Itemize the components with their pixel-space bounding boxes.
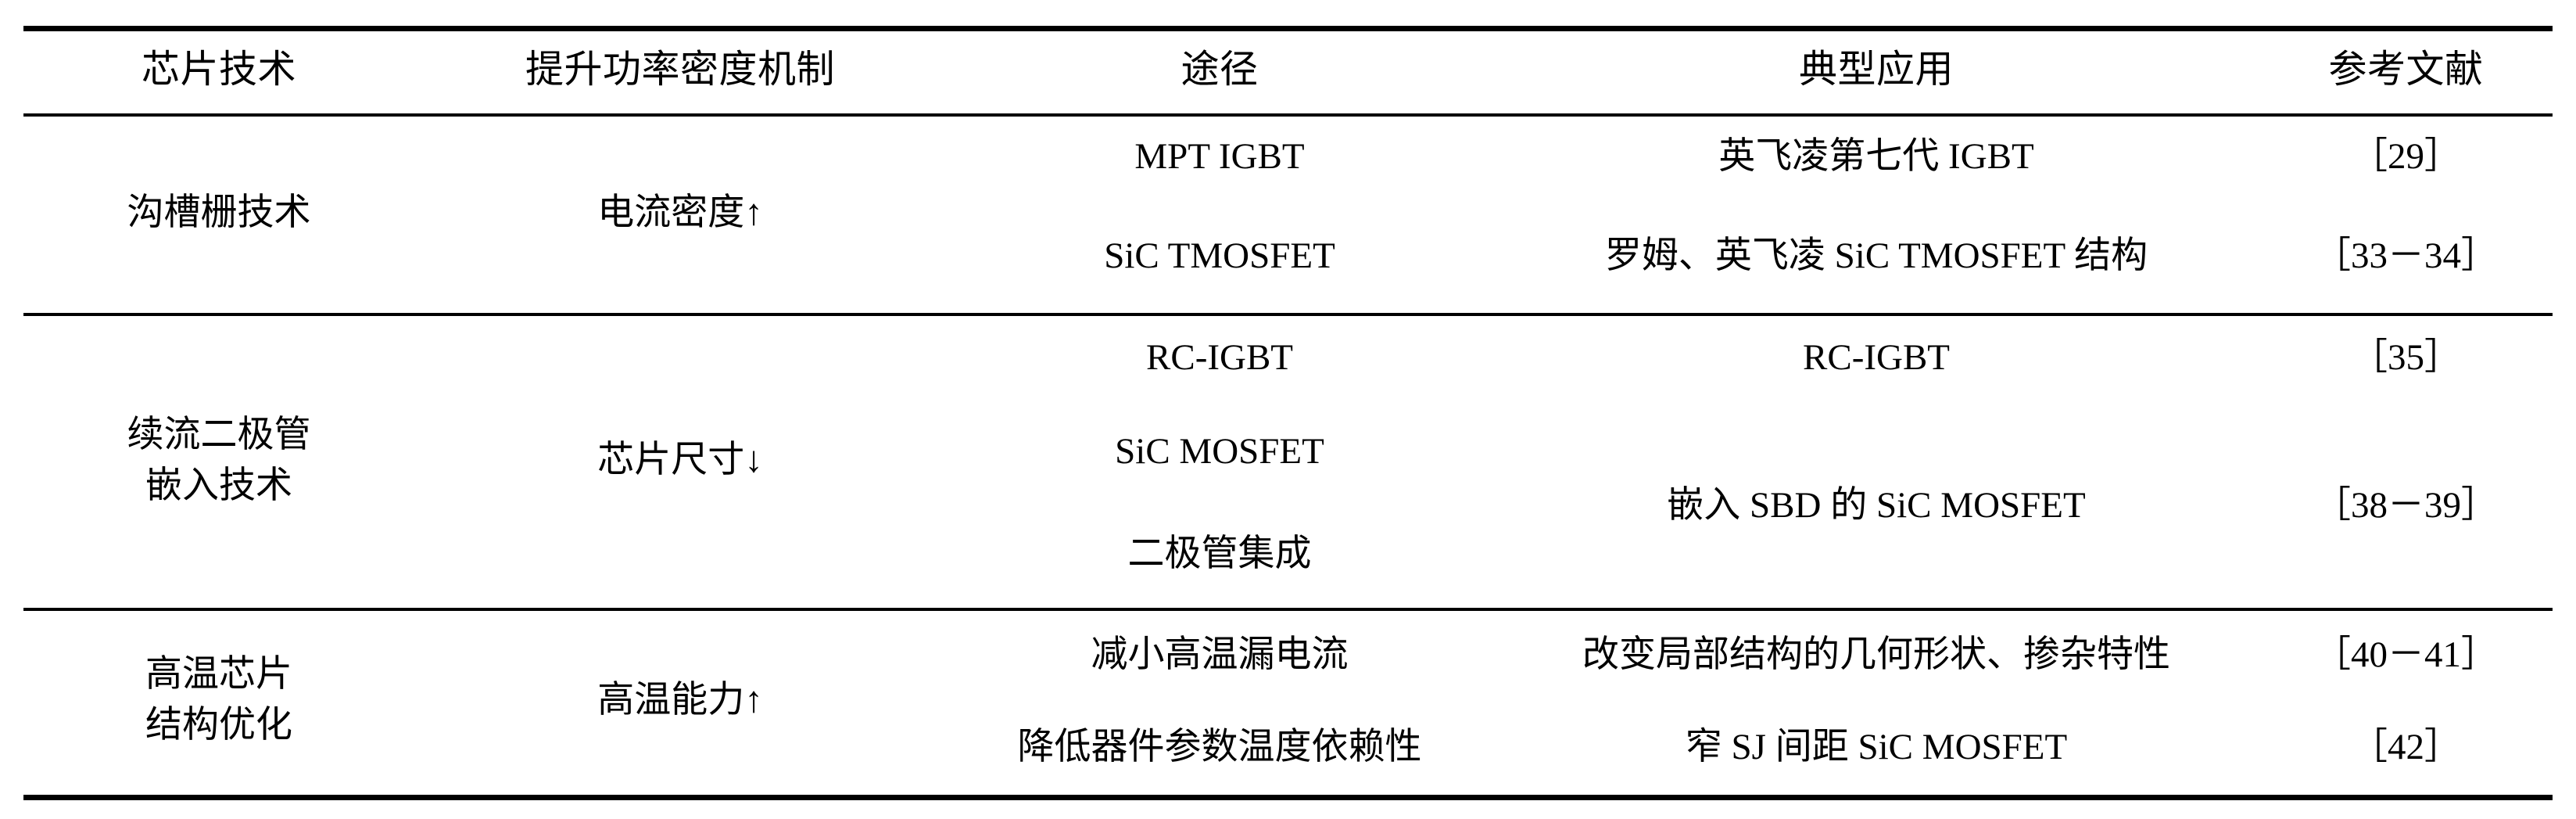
cell-application-2-2: 嵌入 SBD 的 SiC MOSFET (1667, 484, 2086, 526)
technology-line-1: 沟槽栅技术 (127, 192, 311, 234)
cell-reference-1-1: ［29］ (2351, 135, 2461, 177)
table-row: 高温芯片 结构优化 高温能力↑ 减小高温漏电流 改变局部结构的几何形状、掺杂特性… (23, 608, 2553, 745)
technology-line-1: 续流二极管 (127, 414, 311, 455)
table-row: 续流二极管 嵌入技术 芯片尺寸↓ RC-IGBT RC-IGBT ［35］ (23, 313, 2553, 505)
column-header-reference: 参考文献 (2328, 47, 2484, 91)
cell-reference-1-2: ［33－34］ (2314, 235, 2498, 277)
table-bottom-rule (23, 795, 2553, 800)
cell-mechanism-1: 电流密度↑ (597, 192, 763, 234)
header-row: 芯片技术 提升功率密度机制 途径 典型应用 参考文献 (23, 26, 2553, 113)
table-row: SiC MOSFET 嵌入 SBD 的 SiC MOSFET ［38－39］ (23, 403, 2553, 526)
cell-approach-3-1: 减小高温漏电流 (1091, 634, 1349, 675)
column-header-approach: 途径 (1181, 47, 1259, 91)
table-row: 降低器件参数温度依赖性 窄 SJ 间距 SiC MOSFET ［42］ (23, 702, 2553, 792)
column-header-application: 典型应用 (1798, 47, 1954, 91)
cell-mechanism-3: 高温能力↑ (597, 679, 763, 720)
cell-mechanism-2: 芯片尺寸↓ (597, 440, 763, 481)
cell-technology-1: 沟槽栅技术 (23, 113, 414, 313)
chip-technology-table: 芯片技术 提升功率密度机制 途径 典型应用 参考文献 沟槽栅技术 电流密度↑ M… (23, 26, 2553, 792)
table-row: 沟槽栅技术 电流密度↑ MPT IGBT 英飞凌第七代 IGBT ［29］ (23, 113, 2553, 234)
table-section-rule-1 (23, 313, 2553, 316)
cell-technology-2: 续流二极管 嵌入技术 (23, 313, 414, 608)
cell-approach-2-2-line1: SiC MOSFET (1115, 431, 1324, 472)
cell-reference-2-2: ［38－39］ (2314, 484, 2498, 526)
cell-approach-3-2: 降低器件参数温度依赖性 (1017, 726, 1422, 767)
table-row: 二极管集成 (23, 501, 2553, 608)
column-header-mechanism: 提升功率密度机制 (525, 47, 835, 91)
cell-application-3-1: 改变局部结构的几何形状、掺杂特性 (1582, 634, 2170, 675)
column-header-chip-technology: 芯片技术 (141, 47, 296, 91)
cell-reference-3-1: ［40－41］ (2314, 634, 2498, 675)
table-header-rule (23, 113, 2553, 117)
cell-application-3-2: 窄 SJ 间距 SiC MOSFET (1685, 726, 2068, 767)
technology-line-2: 嵌入技术 (145, 465, 292, 506)
cell-reference-3-2: ［42］ (2351, 726, 2461, 767)
table-top-rule (23, 26, 2553, 31)
cell-approach-2-1: RC-IGBT (1146, 337, 1293, 379)
table-section-rule-2 (23, 608, 2553, 611)
cell-application-1-1: 英飞凌第七代 IGBT (1718, 135, 2034, 177)
cell-technology-3: 高温芯片 结构优化 (23, 608, 414, 792)
technology-line-1: 高温芯片 (145, 654, 292, 695)
cell-approach-1-1: MPT IGBT (1134, 135, 1305, 177)
cell-approach-2-2-line2: 二极管集成 (1127, 533, 1312, 575)
table-header: 芯片技术 提升功率密度机制 途径 典型应用 参考文献 (23, 26, 2553, 113)
table-body: 沟槽栅技术 电流密度↑ MPT IGBT 英飞凌第七代 IGBT ［29］ Si… (23, 113, 2553, 792)
technology-line-2: 结构优化 (145, 705, 292, 745)
cell-application-2-1: RC-IGBT (1803, 337, 1950, 379)
table-row: SiC TMOSFET 罗姆、英飞凌 SiC TMOSFET 结构 ［33－34… (23, 199, 2553, 313)
cell-application-1-2: 罗姆、英飞凌 SiC TMOSFET 结构 (1604, 235, 2148, 277)
cell-approach-1-2: SiC TMOSFET (1104, 235, 1335, 277)
cell-reference-2-1: ［35］ (2351, 337, 2461, 379)
